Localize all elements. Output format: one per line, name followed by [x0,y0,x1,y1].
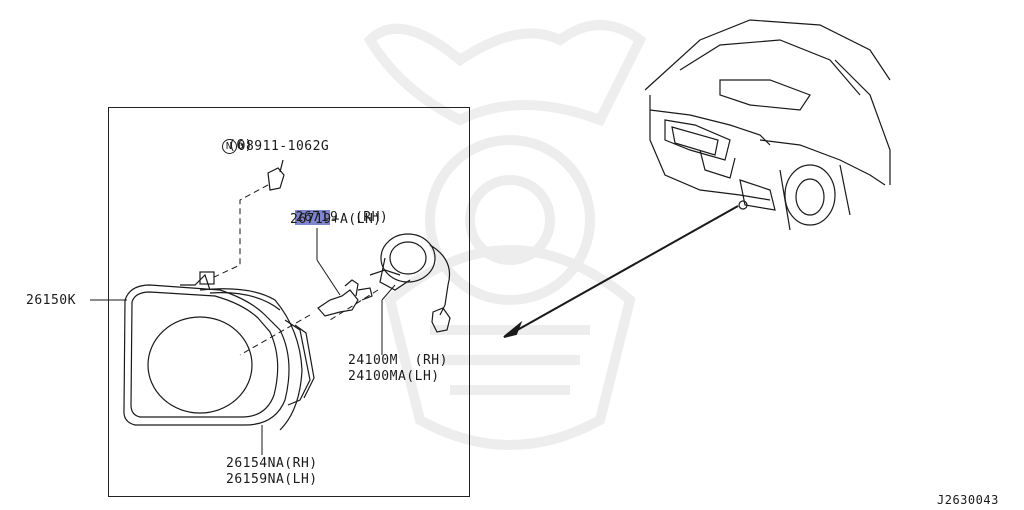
bulb-callout-rh[interactable]: 26719 (RH) [278,195,388,225]
circled-letter: N [221,139,237,154]
lamp-callout[interactable]: 26150K [26,293,76,308]
callout-leaders [90,228,396,455]
bulb-part [317,279,373,317]
socket-callout-rh[interactable]: 24100M (RH) [348,353,448,368]
socket-part [369,233,451,333]
assembly-guide-lines [211,184,379,356]
bulb-highlight: 2671 [294,210,330,225]
bulb-callout-lh[interactable]: 26719+A(LH) [290,212,382,227]
watermark-emblem [363,20,647,450]
bulb-rh-rest: 9 (RH) [329,210,389,225]
lens-callout-rh[interactable]: 26154NA(RH) [226,456,318,471]
location-arrow [503,205,739,338]
bolt-part-number: 08911-1062G [237,139,330,154]
vehicle-front-illustration [644,19,891,231]
detail-panel-frame [108,107,470,497]
bolt-part [267,159,285,191]
fog-lamp-assembly [123,271,315,431]
bolt-quantity: (6) [228,138,253,153]
lens-callout-lh[interactable]: 26159NA(LH) [226,472,318,487]
socket-callout-lh[interactable]: 24100MA(LH) [348,369,440,384]
diagram-code: J2630043 [937,493,999,507]
